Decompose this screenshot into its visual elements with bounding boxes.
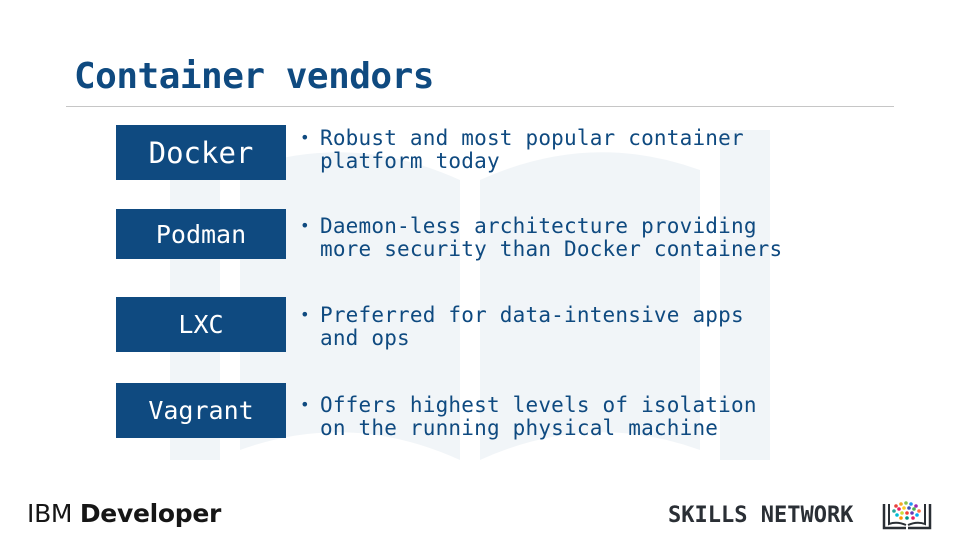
vendor-name: LXC: [178, 310, 224, 339]
bullet-icon: •: [300, 395, 310, 414]
description-line: on the running physical machine: [320, 416, 719, 440]
description-line: more security than Docker containers: [320, 237, 783, 261]
description-line: Preferred for data-intensive apps: [320, 303, 744, 327]
description-line: and ops: [320, 326, 410, 350]
vendor-badge-lxc: LXC: [116, 297, 286, 352]
vendor-description: • Offers highest levels of isolation on …: [300, 394, 900, 440]
vendor-name: Docker: [148, 135, 254, 170]
skills-network-wordmark: SKILLS NETWORK: [668, 503, 854, 528]
vendor-badge-podman: Podman: [116, 209, 286, 259]
page-title: Container vendors: [74, 56, 434, 97]
vendor-description: • Preferred for data-intensive apps and …: [300, 304, 900, 350]
vendor-description: • Robust and most popular container plat…: [300, 127, 900, 173]
vendor-badge-vagrant: Vagrant: [116, 383, 286, 438]
ibm-wordmark: IBM: [27, 499, 73, 528]
bullet-icon: •: [300, 216, 310, 235]
description-line: Daemon-less architecture providing: [320, 214, 757, 238]
title-divider: [66, 106, 894, 107]
developer-wordmark: Developer: [79, 499, 222, 528]
vendor-name: Vagrant: [148, 396, 254, 425]
bullet-icon: •: [300, 305, 310, 324]
vendor-badge-docker: Docker: [116, 125, 286, 180]
vendor-description: • Daemon-less architecture providing mor…: [300, 215, 900, 261]
description-line: Robust and most popular container: [320, 126, 744, 150]
open-book-icon: [882, 501, 932, 530]
ibm-developer-logo: IBM Developer: [27, 499, 221, 528]
description-line: platform today: [320, 149, 500, 173]
bullet-icon: •: [300, 128, 310, 147]
vendor-name: Podman: [155, 219, 247, 249]
description-line: Offers highest levels of isolation: [320, 393, 757, 417]
